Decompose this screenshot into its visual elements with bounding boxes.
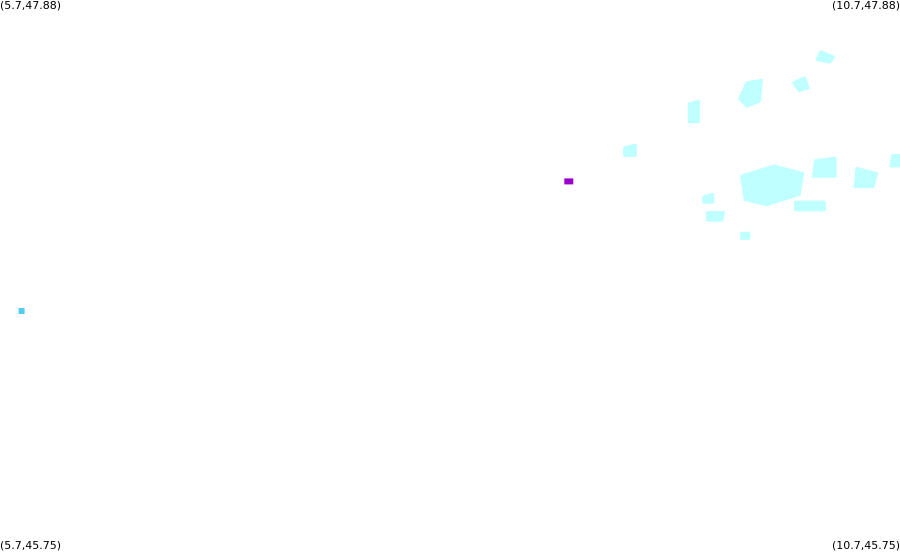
- map-point-marker-14[interactable]: [18, 308, 25, 314]
- lake-area-2: [738, 78, 763, 108]
- corner-label-top-left: (5.7,47.88): [0, 0, 62, 12]
- lake-area-1: [792, 76, 810, 93]
- corner-label-top-right: (10.7,47.88): [831, 0, 900, 12]
- lake-area-0: [815, 50, 835, 64]
- lake-area-5: [740, 164, 805, 207]
- lake-area-4: [623, 143, 637, 157]
- lake-area-3: [687, 99, 700, 124]
- lake-area-6: [812, 156, 837, 178]
- lake-area-10: [705, 211, 726, 222]
- lake-area-7: [853, 167, 879, 189]
- corner-label-bottom-right: (10.7,45.75): [831, 539, 900, 552]
- map-point-marker-13[interactable]: [564, 178, 574, 185]
- lake-area-12: [740, 231, 751, 240]
- lake-area-8: [889, 154, 900, 168]
- lake-area-11: [794, 200, 826, 212]
- lake-area-9: [702, 192, 715, 204]
- corner-label-bottom-left: (5.7,45.75): [0, 539, 62, 552]
